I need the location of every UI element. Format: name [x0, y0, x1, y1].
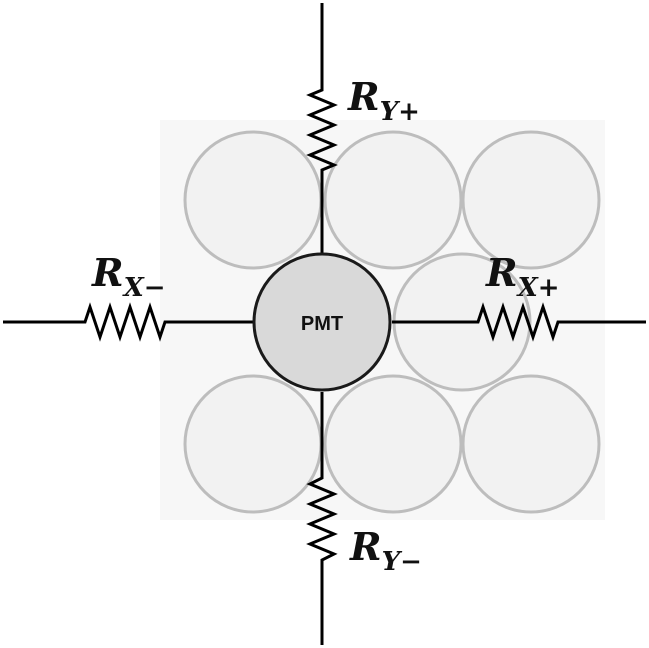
label-r-x-plus: RX+: [485, 250, 560, 303]
pmt: PMT: [252, 252, 392, 392]
label-r-y-plus-symbol: R: [347, 74, 380, 119]
label-r-y-plus: RY+: [347, 74, 420, 127]
background-circle: [323, 374, 463, 514]
pmt-label: PMT: [301, 313, 343, 335]
background-circle-grid: [183, 130, 601, 514]
wire-horizontal-right: [392, 302, 646, 342]
background-circle: [461, 130, 601, 270]
wire-vertical-bottom: [306, 392, 338, 645]
background-circle: [183, 374, 323, 514]
label-r-x-plus-symbol: R: [485, 250, 518, 295]
label-r-x-minus-symbol: R: [91, 250, 124, 295]
wire-horizontal-left: [3, 302, 253, 342]
label-r-x-minus-subscript: X−: [122, 273, 166, 303]
label-r-y-minus-symbol: R: [349, 524, 382, 569]
label-r-x-plus-subscript: X+: [516, 273, 560, 303]
label-r-x-minus: RX−: [91, 250, 166, 303]
wire-vertical-top: [306, 3, 338, 253]
background-circle: [461, 374, 601, 514]
background-circle: [183, 130, 323, 270]
background-circle: [323, 130, 463, 270]
label-r-y-plus-subscript: Y+: [380, 97, 420, 127]
label-r-y-minus: RY−: [349, 524, 422, 577]
pmt-circle: [252, 252, 392, 392]
label-r-y-minus-subscript: Y−: [382, 547, 422, 577]
